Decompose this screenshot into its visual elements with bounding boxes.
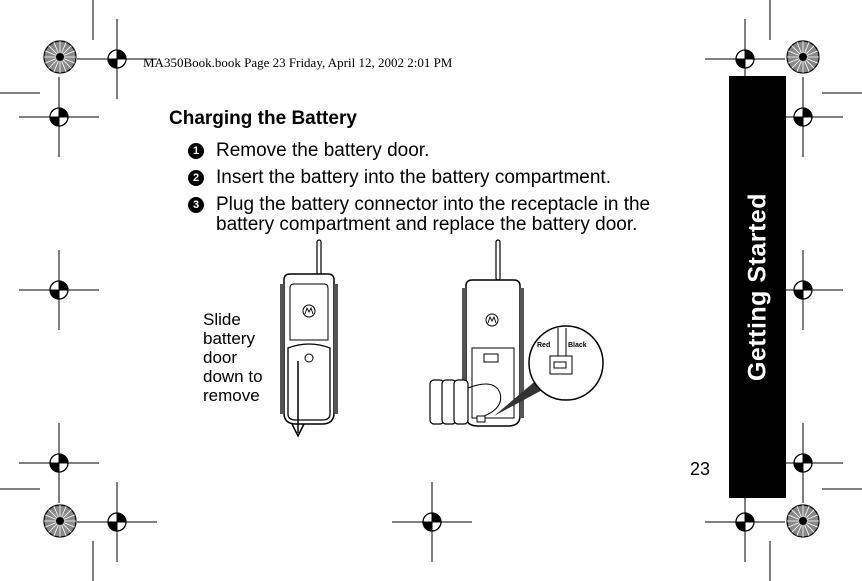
figure-caption: Slide battery door down to remove bbox=[203, 310, 263, 405]
step-text: Plug the battery connector into the rece… bbox=[216, 194, 651, 215]
page-number: 23 bbox=[690, 459, 711, 479]
caption-line: remove bbox=[203, 386, 260, 405]
handset-door-illustration bbox=[280, 239, 338, 438]
wire-label-red: Red bbox=[537, 342, 551, 349]
step-3-continued: battery compartment and replace the batt… bbox=[216, 214, 638, 235]
caption-line: down to bbox=[203, 367, 263, 386]
file-stamp: MA350Book.book Page 23 Friday, April 12,… bbox=[143, 55, 453, 70]
step-text: Insert the battery into the battery comp… bbox=[216, 167, 611, 188]
step-number: 2 bbox=[188, 170, 204, 186]
handset-battery-illustration bbox=[429, 239, 604, 427]
step-2: 2 Insert the battery into the battery com… bbox=[188, 167, 611, 189]
step-text: Remove the battery door. bbox=[216, 140, 430, 161]
section-title: Charging the Battery bbox=[169, 108, 357, 129]
caption-line: Slide bbox=[203, 310, 241, 329]
step-3: 3 Plug the battery connector into the rec… bbox=[188, 194, 650, 216]
side-tab-label: Getting Started bbox=[743, 192, 771, 382]
step-number: 3 bbox=[188, 197, 204, 213]
side-tab: Getting Started bbox=[729, 76, 786, 498]
step-1: 1 Remove the battery door. bbox=[188, 140, 429, 162]
caption-line: door bbox=[203, 348, 238, 367]
caption-line: battery bbox=[203, 329, 255, 348]
step-number: 1 bbox=[188, 143, 204, 159]
wire-label-black: Black bbox=[568, 342, 587, 349]
